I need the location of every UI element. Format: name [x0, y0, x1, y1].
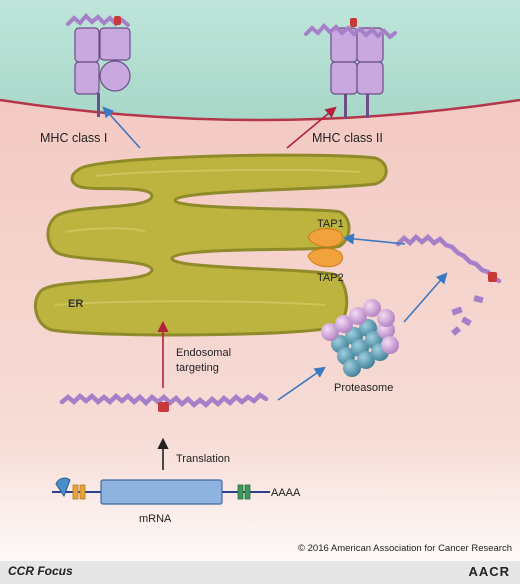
- tap-transporter: [307, 228, 343, 268]
- journal-title: CCR Focus: [8, 564, 73, 578]
- peptide-fragments: [395, 233, 502, 336]
- arrow-peptide-to-tap: [342, 233, 406, 245]
- arrow-peptide-to-proteasome: [277, 366, 326, 401]
- proteasome-complex: [321, 299, 399, 377]
- cell-membrane: [0, 98, 520, 122]
- label-mrna: mRNA: [139, 513, 172, 525]
- copyright-notice: © 2016 American Association for Cancer R…: [298, 543, 512, 554]
- label-targeting: targeting: [176, 362, 219, 374]
- arrow-to-mhc-class-2: [286, 106, 337, 149]
- label-mhc-class-1: MHC class I: [40, 131, 107, 145]
- label-poly-a-tail: AAAA: [271, 487, 301, 499]
- arrow-to-mhc-class-1: [102, 106, 141, 149]
- mhc-class-1-molecule: [66, 13, 131, 117]
- label-mhc-class-2: MHC class II: [312, 131, 383, 145]
- label-endosomal: Endosomal: [176, 347, 231, 359]
- polypeptide-chain: [59, 392, 269, 412]
- footer-bar: CCR Focus AACR: [0, 561, 520, 584]
- label-proteasome: Proteasome: [334, 382, 393, 394]
- label-tap1: TAP1: [317, 218, 344, 230]
- er-organelle: [33, 153, 388, 337]
- mrna-molecule: [52, 477, 270, 505]
- label-er: ER: [68, 298, 83, 310]
- arrow-proteasome-to-peptide: [403, 272, 448, 323]
- aacr-logo: AACR: [468, 564, 510, 579]
- label-translation: Translation: [176, 453, 230, 465]
- label-tap2: TAP2: [317, 272, 344, 284]
- mhc-class-2-molecule: [304, 18, 397, 118]
